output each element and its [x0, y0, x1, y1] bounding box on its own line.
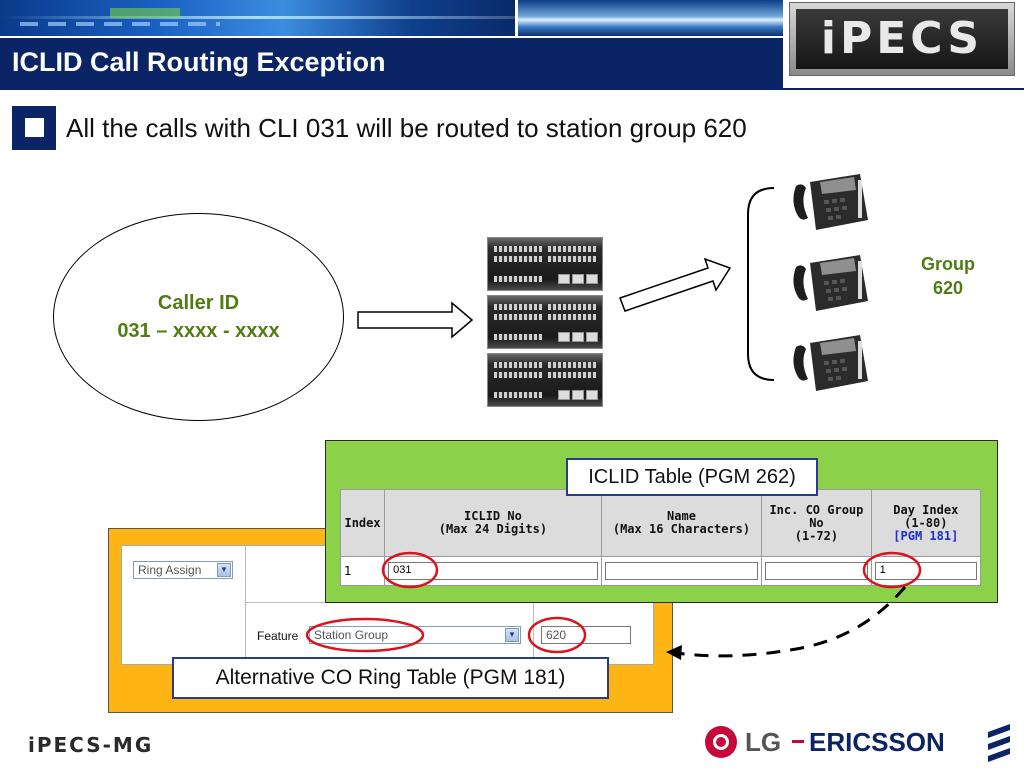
ip-phone-icon [793, 174, 868, 230]
arrow-right-icon [357, 301, 474, 339]
lg-text: LG [745, 727, 782, 757]
cell-iclid-no: 031 [384, 556, 602, 586]
group-label-text: Group [921, 254, 975, 274]
page-title: ICLID Call Routing Exception [12, 47, 386, 77]
cell-name [600, 556, 763, 586]
caller-id-number: 031 – xxxx - xxxx [117, 320, 280, 342]
bullet-text: All the calls with CLI 031 will be route… [66, 113, 747, 143]
group-number: 620 [932, 278, 964, 298]
ericsson-logo-icon [988, 724, 1010, 762]
feature-label: Feature [257, 629, 299, 643]
arrow-up-right-icon [619, 257, 732, 312]
ring-assign-value: Ring Assign [138, 563, 202, 577]
iclid-table: Index ICLID No (Max 24 Digits) Name (Max… [339, 489, 982, 586]
feature-value: Station Group [314, 628, 389, 642]
bullet-square-inner [25, 118, 44, 137]
table-header-row: Index ICLID No (Max 24 Digits) Name (Max… [339, 489, 982, 557]
chevron-down-icon[interactable]: ▼ [217, 563, 231, 577]
header-banner-left [0, 0, 515, 36]
title-bar [0, 38, 783, 88]
ip-phone-icon [793, 335, 868, 391]
ipecs-logo: iPECS [796, 9, 1008, 69]
pbx-server-icon [487, 237, 603, 409]
ring-destination-input[interactable]: 620 [541, 626, 631, 644]
caller-id-ellipse [53, 213, 344, 421]
ericsson-text: ERICSSON [809, 727, 945, 757]
chevron-down-icon[interactable]: ▼ [505, 628, 519, 642]
feature-select[interactable]: Station Group ▼ [309, 626, 521, 644]
name-input[interactable] [604, 562, 759, 580]
form-divider [533, 602, 534, 665]
ipecs-mg-logo: iPECS-MG [28, 733, 154, 757]
header-divider [0, 88, 1024, 90]
lg-logo-face [713, 734, 729, 750]
alt-co-ring-title: Alternative CO Ring Table (PGM 181) [172, 657, 609, 699]
column-header-inc-co-group: Inc. CO Group No (1-72) [761, 489, 872, 557]
inc-co-group-input[interactable] [765, 562, 868, 580]
column-header-name: Name (Max 16 Characters) [600, 489, 763, 557]
column-header-day-index: Day Index (1-80) [PGM 181] [870, 489, 982, 557]
group-label: Group 620 [900, 252, 996, 300]
group-bracket [747, 187, 775, 381]
cell-index: 1 [339, 556, 386, 586]
table-row: 1 031 1 [339, 556, 982, 586]
caller-id-label: Caller ID [157, 292, 240, 314]
column-header-iclid-no: ICLID No (Max 24 Digits) [384, 489, 602, 557]
ip-phone-icon [793, 255, 868, 311]
header-banner-middle [518, 0, 783, 36]
day-index-input[interactable]: 1 [874, 562, 977, 580]
column-header-index: Index [339, 489, 386, 557]
brand-dash [792, 740, 804, 743]
iclid-no-input[interactable]: 031 [388, 562, 598, 580]
cell-inc-co-group [761, 556, 872, 586]
form-divider [245, 545, 246, 665]
cell-day-index: 1 [870, 556, 982, 586]
iclid-table-title: ICLID Table (PGM 262) [566, 458, 818, 496]
ring-assign-select[interactable]: Ring Assign ▼ [133, 561, 233, 579]
